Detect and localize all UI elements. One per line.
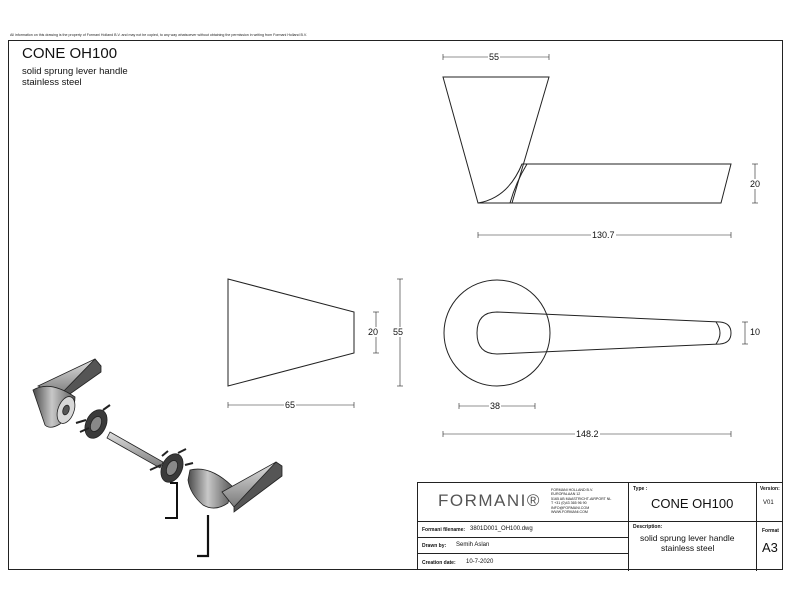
- hex-key-1: [165, 482, 178, 519]
- dim-front-small: 10: [749, 327, 762, 337]
- dim-top-length: 130.7: [591, 230, 616, 240]
- filename-cell: Formani filename: 3801D001_OH100.dwg: [418, 522, 629, 538]
- drawn-by-value: Semih Aslan: [456, 542, 490, 548]
- side-view-outline: [227, 278, 355, 387]
- logo-cell: FORMANI® FORMANI HOLLAND B.V. EUROPALAAN…: [418, 483, 629, 522]
- format-value: A3: [762, 540, 778, 555]
- version-value: V01: [763, 500, 774, 506]
- top-view-lever: [477, 163, 732, 204]
- hex-key-2: [197, 515, 210, 558]
- description-line-1: solid sprung lever handle: [640, 533, 735, 543]
- formani-logo: FORMANI®: [438, 491, 541, 510]
- dim-front-length: 148.2: [575, 429, 600, 439]
- front-view-rose: [443, 279, 551, 387]
- description-cell: Description: solid sprung lever handle s…: [629, 522, 757, 571]
- dimension-lines: [227, 54, 758, 437]
- version-cell: Version: V01: [757, 483, 782, 522]
- title-block: FORMANI® FORMANI HOLLAND B.V. EUROPALAAN…: [417, 482, 783, 571]
- creation-date-cell: Creation date: 10-7-2020: [418, 554, 629, 571]
- filename-value: 3801D001_OH100.dwg: [470, 526, 533, 532]
- dim-top-width: 55: [488, 52, 501, 62]
- drawing-title: CONE OH100: [22, 45, 118, 62]
- dim-front-rose: 38: [489, 401, 502, 411]
- type-cell: Type : CONE OH100: [629, 483, 757, 522]
- front-view-lever: [476, 311, 732, 355]
- right-lever-cone: [187, 468, 233, 509]
- drawing-subtitle-1: solid sprung lever handle: [22, 66, 128, 77]
- dim-top-height: 20: [749, 179, 762, 189]
- format-cell: Format A3: [762, 528, 779, 555]
- drawn-by-cell: Drawn by: Semih Aslan: [418, 538, 629, 554]
- exploded-view: [32, 358, 283, 558]
- disclaimer-text: All information on this drawing is the p…: [10, 33, 307, 37]
- spindle: [106, 431, 164, 469]
- drawing-subtitle-2: stainless steel: [22, 77, 82, 88]
- creation-date-value: 10-7-2020: [466, 559, 494, 565]
- description-line-2: stainless steel: [661, 543, 715, 553]
- top-view-outline: [442, 76, 550, 204]
- dim-side-large: 55: [392, 327, 405, 337]
- company-address: FORMANI HOLLAND B.V. EUROPALAAN 12 5165 …: [551, 488, 612, 515]
- drawing-frame: [8, 40, 783, 570]
- dim-side-small: 20: [367, 327, 380, 337]
- dim-side-length: 65: [284, 400, 297, 410]
- type-value: CONE OH100: [651, 496, 734, 511]
